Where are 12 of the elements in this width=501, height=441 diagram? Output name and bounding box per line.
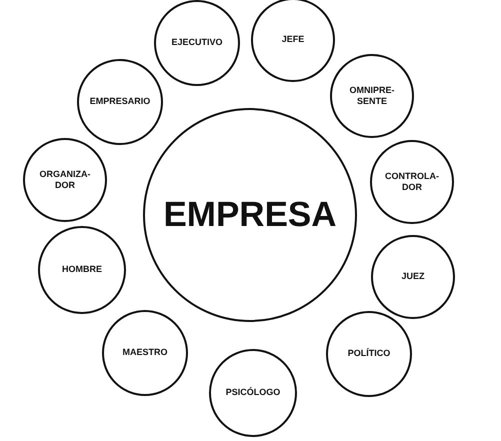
node-label: OMNIPRE-SENTE: [348, 84, 396, 108]
node-label: EMPRESARIO: [89, 96, 151, 108]
node-label: JUEZ: [400, 271, 426, 283]
node-label: JEFE: [280, 34, 306, 46]
node-label: HOMBRE: [61, 264, 103, 276]
node-label: ORGANIZA-DOR: [38, 168, 92, 192]
node-label: CONTROLA-DOR: [384, 170, 440, 194]
node-label: POLÍTICO: [346, 348, 392, 360]
node-label: EJECUTIVO: [170, 37, 224, 49]
node-label: MAESTRO: [122, 347, 168, 359]
node-label: PSICÓLOGO: [224, 387, 282, 399]
node-label: EMPRESA: [162, 194, 338, 236]
